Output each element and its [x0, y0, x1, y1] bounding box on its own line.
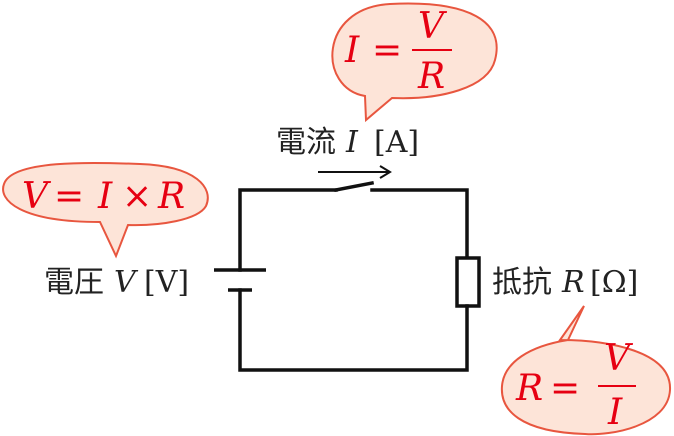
resistance-bubble-shape	[500, 305, 672, 436]
circuit	[214, 180, 481, 372]
current-label: 電流 I [A]	[276, 125, 419, 160]
current-label-unit: [A]	[374, 125, 419, 160]
voltage-formula-b: R	[157, 176, 185, 217]
current-label-name: 電流	[276, 125, 336, 160]
resistance-label-name: 抵抗	[492, 265, 552, 300]
resistance-label-symbol: R	[561, 265, 585, 300]
voltage-formula-a: I	[97, 176, 113, 217]
current-bubble-shape	[331, 2, 498, 123]
switch-icon	[333, 180, 375, 193]
voltage-bubble-shape	[2, 161, 209, 259]
battery-icon	[214, 268, 266, 292]
current-formula-denominator: R	[417, 56, 445, 97]
voltage-label-symbol: V	[114, 265, 139, 300]
current-formula-equals: =	[372, 30, 402, 71]
current-direction-arrow-icon	[318, 165, 392, 179]
resistance-formula-equals: =	[550, 368, 580, 409]
voltage-label-unit: [V]	[144, 265, 189, 300]
voltage-formula-bubble: V = I × R	[2, 161, 209, 259]
resistance-formula-denominator: I	[607, 392, 623, 433]
voltage-formula-operator: ×	[122, 176, 152, 217]
current-formula-bubble: I = V R	[331, 2, 498, 123]
wire-top-left	[238, 188, 338, 272]
resistance-label: 抵抗 R [Ω]	[492, 265, 638, 300]
wire-bottom	[238, 288, 469, 372]
current-label-symbol: I	[345, 125, 359, 160]
current-formula-lhs: I	[344, 30, 360, 71]
resistance-formula-numerator: V	[604, 338, 634, 379]
resistance-formula-lhs: R	[515, 368, 543, 409]
voltage-label-name: 電圧	[44, 265, 104, 300]
current-formula-numerator: V	[418, 6, 448, 47]
voltage-formula-lhs: V	[22, 176, 52, 217]
resistance-formula-bubble: R = V I	[500, 305, 672, 436]
voltage-formula-equals: =	[54, 176, 84, 217]
resistance-label-unit: [Ω]	[590, 265, 638, 300]
voltage-label: 電圧 V [V]	[44, 265, 189, 300]
resistor-icon	[455, 256, 481, 308]
wire-top-right	[370, 188, 469, 260]
